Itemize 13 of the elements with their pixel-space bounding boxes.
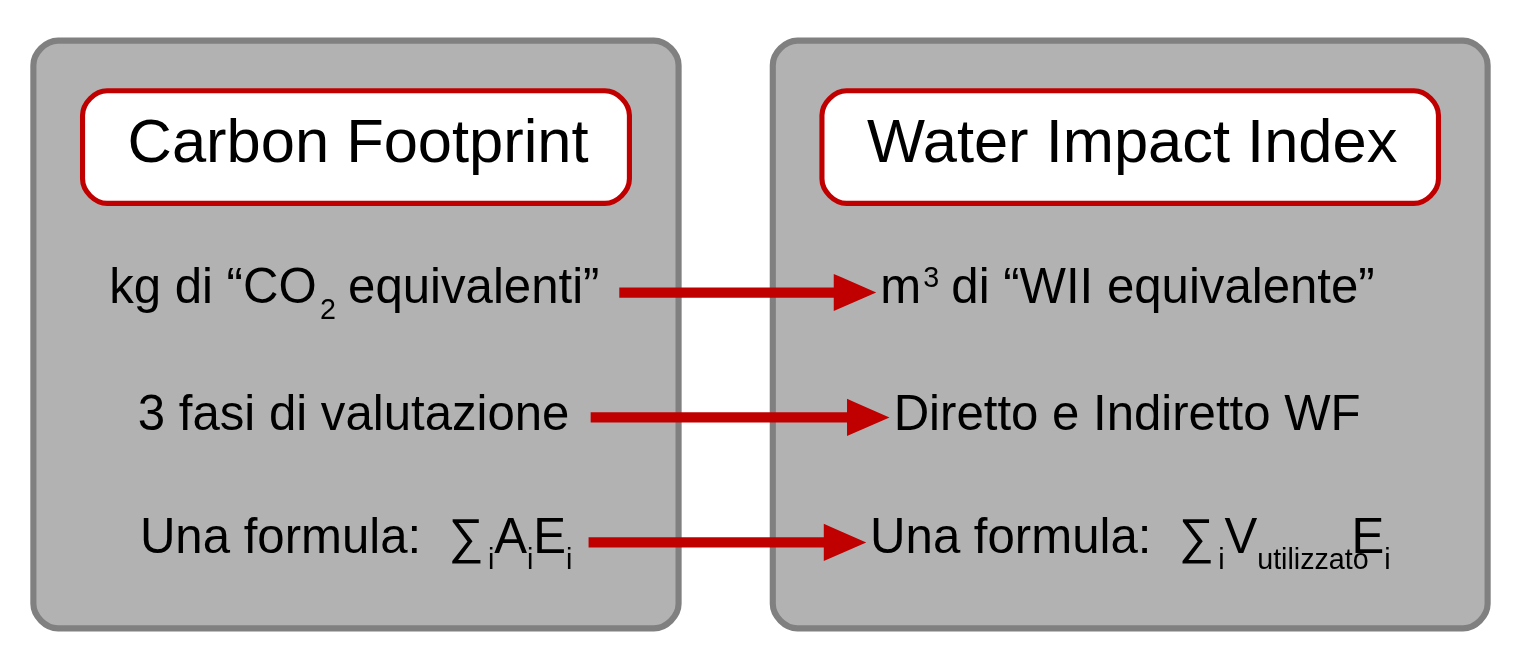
node-box: Carbon Footprint [80,87,632,206]
node-text: m$^{3}$ di “WII equivalente” [880,258,1375,313]
node-text: 3 fasi di valutazione [137,385,570,440]
node-box: Water Impact Index [819,87,1441,206]
node-text: Diretto e Indiretto WF [893,385,1361,440]
cluster [769,37,1491,631]
cluster [30,37,682,631]
arrow [619,273,877,311]
node-text: Una formula: ∑$_{i}$V$_{utilizzato}$E$_{i}$ [870,508,1391,575]
arrow [590,398,890,436]
node-text: Una formula: ∑$_{i}$A$_{i}$E$_{i}$ [139,508,573,575]
node-text: kg di “CO$_{2}$ equivalenti” [109,258,600,325]
arrow [588,523,867,561]
